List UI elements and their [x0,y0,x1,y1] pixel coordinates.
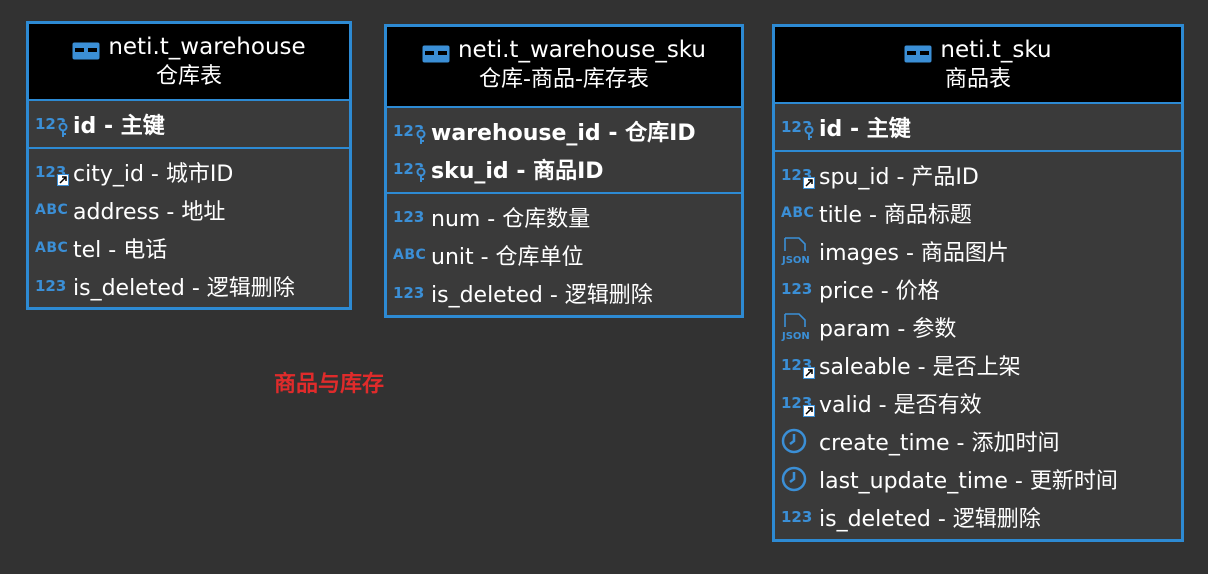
link-overlay-icon [57,174,69,186]
numeric-type-icon: 123 [393,208,425,226]
entity-title: neti.t_sku [940,37,1052,63]
column-label: num - 仓库数量 [431,207,591,232]
column-row[interactable]: 123 num - 仓库数量 [387,198,741,236]
column-row[interactable]: 123 is_deleted - 逻辑删除 [387,274,741,312]
column-label: price - 价格 [819,279,940,304]
column-label: unit - 仓库单位 [431,245,584,270]
entity-header: neti.t_sku 商品表 [775,27,1181,104]
column-label: city_id - 城市ID [73,162,234,187]
column-label: saleable - 是否上架 [819,355,1021,380]
column-row[interactable]: last_update_time - 更新时间 [775,460,1181,498]
column-row[interactable]: JSON images - 商品图片 [775,232,1181,270]
link-overlay-icon [803,405,815,417]
column-row[interactable]: JSON param - 参数 [775,308,1181,346]
column-label: tel - 电话 [73,238,168,263]
column-label: param - 参数 [819,317,957,342]
column-label: id - 主键 [819,117,911,142]
entity-header: neti.t_warehouse_sku 仓库-商品-库存表 [387,27,741,108]
column-label: last_update_time - 更新时间 [819,469,1118,494]
numeric-fk-icon: 123 [35,157,71,187]
text-type-icon: ABC [35,202,69,218]
numeric-type-icon: 123 [781,508,813,526]
svg-text:JSON: JSON [781,255,810,265]
numeric-key-icon: 123 [393,116,429,146]
link-overlay-icon [803,177,815,189]
column-label: id - 主键 [73,114,165,139]
table-icon [904,41,932,63]
clock-icon [781,464,817,494]
numeric-key-icon: 123 [393,154,429,184]
entity-subtitle: 仓库-商品-库存表 [479,67,649,92]
text-type-icon: ABC [393,247,427,263]
numeric-type-icon: 123 [781,280,813,298]
link-overlay-icon [803,367,815,379]
column-label: title - 商品标题 [819,203,972,228]
numeric-fk-icon: 123 [781,350,817,380]
numeric-type-icon: 123 [35,277,67,295]
entity-header: neti.t_warehouse 仓库表 [29,24,349,101]
key-overlay-icon [415,167,427,183]
column-row[interactable]: 123 is_deleted - 逻辑删除 [775,498,1181,536]
key-overlay-icon [415,129,427,145]
entity-subtitle: 仓库表 [155,64,222,89]
numeric-fk-icon: 123 [781,160,817,190]
column-label: valid - 是否有效 [819,393,982,418]
entity-title: neti.t_warehouse_sku [457,37,706,63]
clock-icon [781,426,817,456]
column-label: sku_id - 商品ID [431,159,604,184]
table-icon [72,38,100,60]
column-label: create_time - 添加时间 [819,431,1060,456]
column-label: address - 地址 [73,200,226,225]
numeric-key-icon: 123 [35,109,71,139]
column-label: is_deleted - 逻辑删除 [73,276,295,301]
table-icon [422,41,450,63]
text-type-icon: ABC [35,240,69,256]
column-label: is_deleted - 逻辑删除 [431,283,653,308]
column-row[interactable]: create_time - 添加时间 [775,422,1181,460]
column-label: images - 商品图片 [819,241,1009,266]
numeric-fk-icon: 123 [781,388,817,418]
svg-text:JSON: JSON [781,331,810,341]
column-label: warehouse_id - 仓库ID [431,121,696,146]
column-row[interactable]: 123 price - 价格 [775,270,1181,308]
numeric-type-icon: 123 [393,284,425,302]
key-overlay-icon [57,122,69,138]
json-type-icon: JSON [781,312,817,342]
column-label: spu_id - 产品ID [819,165,979,190]
entity-subtitle: 商品表 [944,67,1011,92]
column-label: is_deleted - 逻辑删除 [819,507,1041,532]
json-type-icon: JSON [781,236,817,266]
entity-title: neti.t_warehouse [108,34,306,60]
key-overlay-icon [803,125,815,141]
numeric-key-icon: 123 [781,112,817,142]
column-row[interactable]: 123 is_deleted - 逻辑删除 [29,267,349,305]
diagram-caption: 商品与库存 [274,372,385,397]
text-type-icon: ABC [781,205,815,221]
